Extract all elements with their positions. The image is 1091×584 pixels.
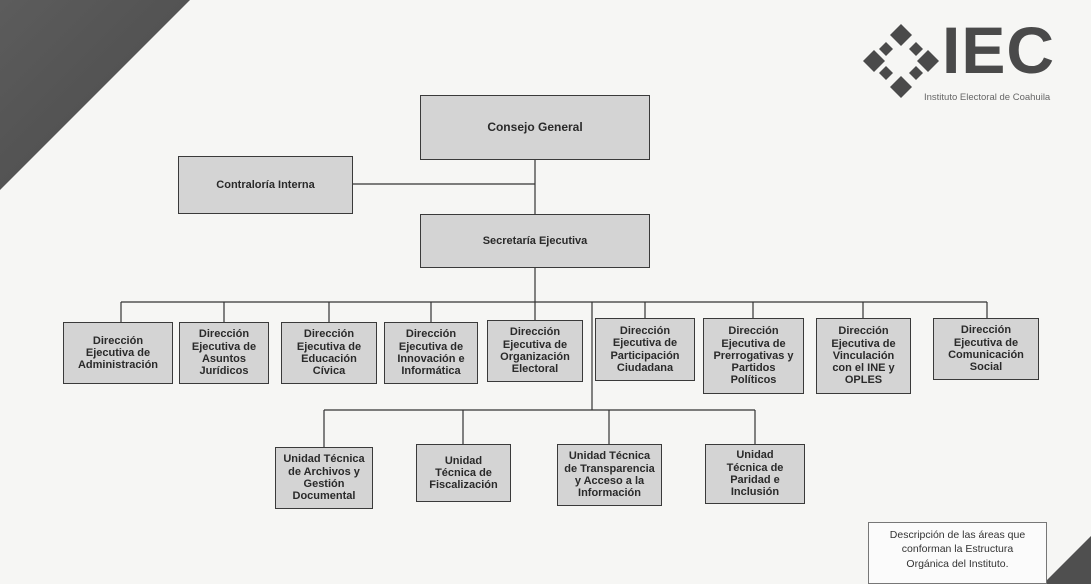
logo-wordmark: IEC	[942, 13, 1056, 87]
secretaria-ejecutiva-box: Secretaría Ejecutiva	[420, 214, 650, 268]
consejo-general-box: Consejo General	[420, 95, 650, 160]
direccion-vinculacion-ine-oples-box: Dirección Ejecutiva de Vinculación con e…	[816, 318, 911, 394]
direccion-comunicacion-social-box: Dirección Ejecutiva de Comunicación Soci…	[933, 318, 1039, 380]
direccion-innovacion-informatica-box: Dirección Ejecutiva de Innovación e Info…	[384, 322, 478, 384]
iec-emblem-icon	[863, 24, 939, 98]
contraloria-interna-box: Contraloría Interna	[178, 156, 353, 214]
unidad-archivos-gestion-documental-box: Unidad Técnica de Archivos y Gestión Doc…	[275, 447, 373, 509]
direccion-organizacion-electoral-box: Dirección Ejecutiva de Organización Elec…	[487, 320, 583, 382]
direccion-educacion-civica-box: Dirección Ejecutiva de Educación Cívica	[281, 322, 377, 384]
unidad-fiscalizacion-box: Unidad Técnica de Fiscalización	[416, 444, 511, 502]
direccion-participacion-ciudadana-box: Dirección Ejecutiva de Participación Ciu…	[595, 318, 695, 381]
direccion-prerrogativas-partidos-box: Dirección Ejecutiva de Prerrogativas y P…	[703, 318, 804, 394]
caption-note: Descripción de las áreas que conforman l…	[868, 522, 1047, 584]
direccion-asuntos-juridicos-box: Dirección Ejecutiva de Asuntos Jurídicos	[179, 322, 269, 384]
direccion-administracion-box: Dirección Ejecutiva de Administración	[63, 322, 173, 384]
iec-logo: IEC Instituto Electoral de Coahuila	[862, 13, 1091, 113]
unidad-paridad-inclusion-box: Unidad Técnica de Paridad e Inclusión	[705, 444, 805, 504]
unidad-transparencia-acceso-informacion-box: Unidad Técnica de Transparencia y Acceso…	[557, 444, 662, 506]
logo-subtitle: Instituto Electoral de Coahuila	[924, 92, 1051, 103]
